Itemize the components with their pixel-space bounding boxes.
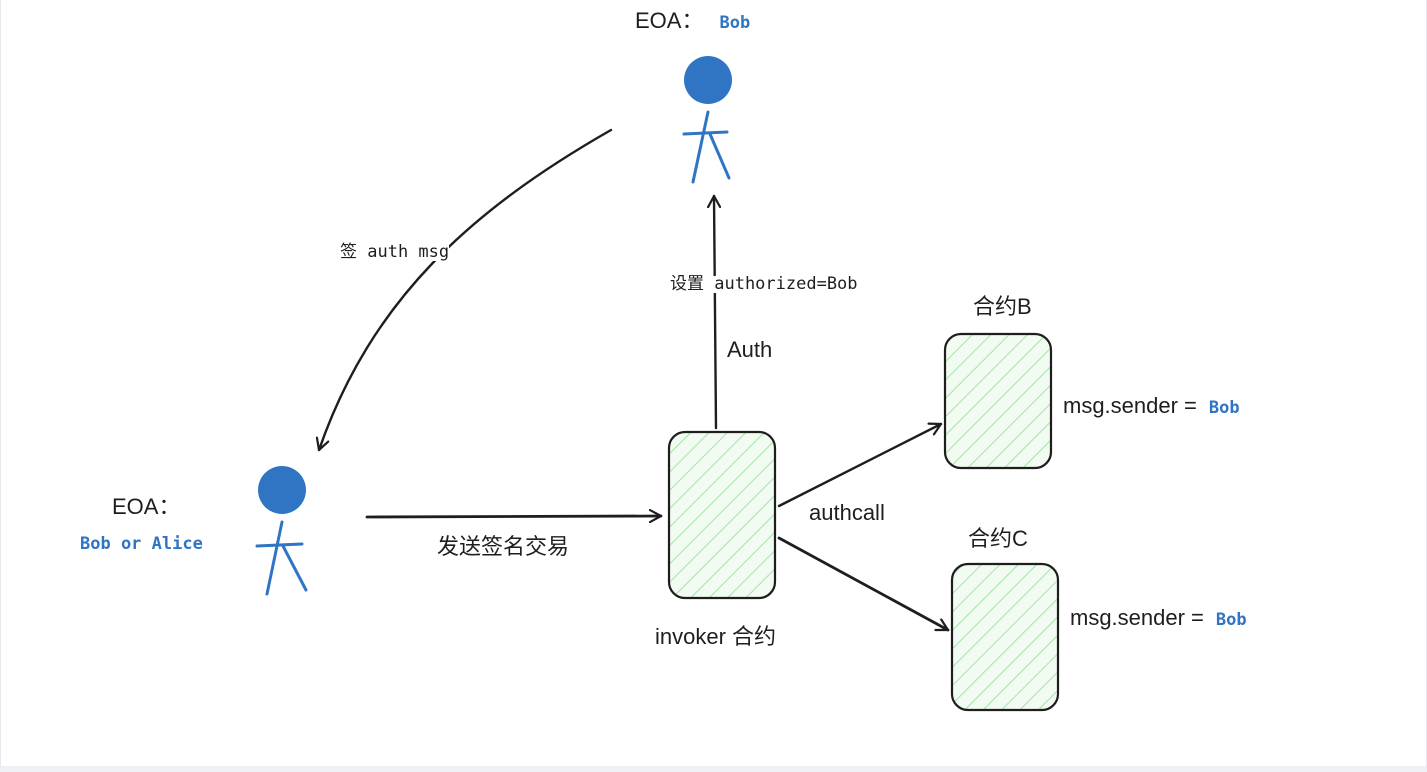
eoa-left-actor-body xyxy=(265,520,284,596)
contract-b-title: 合约B xyxy=(973,294,1032,319)
eoa-top-name: Bob xyxy=(719,13,751,33)
invoker-contract-label: invoker 合约 xyxy=(655,624,777,649)
eoa-left-prefix: EOA： xyxy=(112,494,181,519)
arrow-authcall-c xyxy=(777,536,950,632)
contract-c-box xyxy=(950,562,1060,712)
eoa-left-actor-leg xyxy=(281,544,308,592)
eoa-top-label: EOA： Bob xyxy=(635,10,750,32)
contract-c-sender-label: msg.sender = xyxy=(1070,605,1204,630)
arrow-authcall-b xyxy=(777,424,943,508)
eoa-left-actor-head xyxy=(258,466,306,514)
eoa-left-actor-icon xyxy=(255,466,308,596)
contract-c-title: 合约C xyxy=(968,526,1028,551)
eoa-top-actor-leg xyxy=(708,132,731,180)
eoa-top-prefix: EOA： xyxy=(635,8,704,33)
eoa-top-actor-body xyxy=(691,110,710,184)
edge-label-auth: Auth xyxy=(727,337,773,362)
eoa-left-actor-arms xyxy=(255,542,304,548)
contract-c-sender-value: Bob xyxy=(1215,610,1247,630)
eoa-left-name: Bob or Alice xyxy=(80,534,203,554)
eoa-top-actor-head xyxy=(684,56,732,104)
contract-b-sender-label: msg.sender = xyxy=(1063,393,1197,418)
contract-c-sender: msg.sender = Bob xyxy=(1070,607,1247,629)
invoker-contract-box xyxy=(667,430,777,600)
arrow-sign-auth-msg xyxy=(319,128,613,452)
arrow-auth xyxy=(714,194,716,430)
eoa-top-actor-arms xyxy=(682,130,729,136)
eoa-top-actor-icon xyxy=(682,56,732,184)
contract-b-box xyxy=(943,332,1053,470)
edge-label-sign-msg: 签 auth msg xyxy=(340,242,450,262)
arrow-send-tx xyxy=(365,516,663,517)
edge-label-send-tx: 发送签名交易 xyxy=(437,534,570,559)
edge-label-authcall: authcall xyxy=(809,500,885,525)
contract-b-sender-value: Bob xyxy=(1208,398,1240,418)
contract-b-sender: msg.sender = Bob xyxy=(1063,395,1240,417)
edge-label-set-authorized: 设置 authorized=Bob xyxy=(670,274,858,294)
